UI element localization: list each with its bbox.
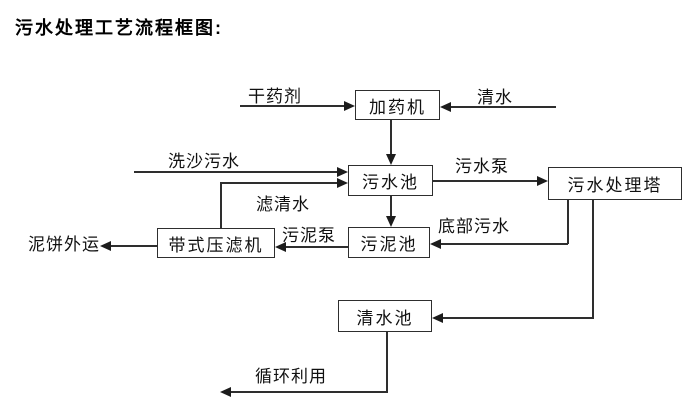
edge-sewage-pump-label: 污水泵 <box>455 157 509 176</box>
edge-bottom-sewage-line <box>441 243 568 245</box>
edge-sludge-pump-label: 污泥泵 <box>282 226 336 245</box>
edge-mud-cake-arrowhead <box>100 241 111 251</box>
edge-dry-agent-label: 干药剂 <box>248 87 302 106</box>
edge-dry-agent-line <box>240 105 346 107</box>
page-title: 污水处理工艺流程框图: <box>15 18 223 38</box>
edge-tower-to-clean-drop-line <box>592 200 594 318</box>
edge-clean-water-in-arrowhead <box>440 102 451 112</box>
node-dosing-machine: 加药机 <box>355 90 440 120</box>
node-sludge-pool: 污泥池 <box>348 227 430 258</box>
edge-recycle-arrowhead <box>220 387 231 397</box>
edge-sludge-pump-arrowhead <box>275 242 286 252</box>
node-sewage-pool: 污水池 <box>348 165 433 196</box>
edge-recycle-line <box>231 391 387 393</box>
edge-dosing-to-sewage-line <box>390 120 392 156</box>
edge-filtrate-line <box>220 182 339 184</box>
edge-tower-to-clean-arrowhead <box>432 313 443 323</box>
edge-dry-agent-arrowhead <box>344 101 355 111</box>
node-clean-water-pool: 清水池 <box>338 300 432 332</box>
edge-sludge-pump-line <box>286 246 348 248</box>
edge-mud-cake-label: 泥饼外运 <box>28 235 100 254</box>
edge-sewage-to-sludge-arrowhead <box>386 216 396 227</box>
edge-recycle-label: 循环利用 <box>255 367 327 386</box>
edge-filtrate-arrowhead <box>337 178 348 188</box>
edge-clean-water-in-label: 清水 <box>477 88 513 107</box>
edge-sewage-pump-line <box>433 180 537 182</box>
node-belt-filter-press: 带式压滤机 <box>157 228 275 258</box>
edge-bottom-sewage-drop-line <box>567 200 569 244</box>
edge-filtrate-riser-line <box>220 183 222 228</box>
edge-sand-washing-arrowhead <box>337 167 348 177</box>
edge-sewage-pump-arrowhead <box>537 176 548 186</box>
edge-tower-to-clean-line <box>443 317 594 319</box>
edge-dosing-to-sewage-arrowhead <box>386 154 396 165</box>
edge-recycle-drop-line <box>386 332 388 393</box>
edge-mud-cake-line <box>111 245 157 247</box>
edge-filtrate-label: 滤清水 <box>256 195 310 214</box>
edge-clean-water-in-line <box>451 106 556 108</box>
edge-sand-washing-line <box>134 171 339 173</box>
edge-sand-washing-label: 洗沙污水 <box>168 152 240 171</box>
node-sewage-treatment-tower: 污水处理塔 <box>548 167 682 200</box>
edge-bottom-sewage-arrowhead <box>430 239 441 249</box>
edge-sewage-to-sludge-line <box>390 196 392 216</box>
edge-bottom-sewage-label: 底部污水 <box>438 217 510 236</box>
